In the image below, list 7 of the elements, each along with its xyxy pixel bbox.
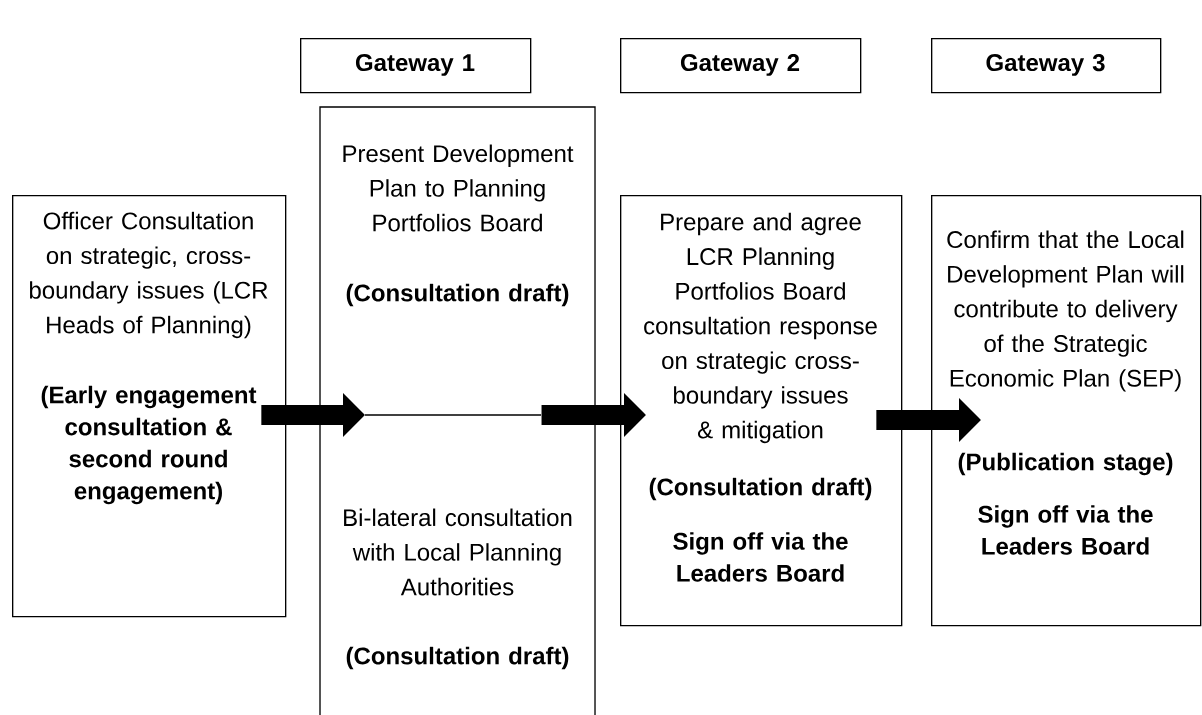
process-box: Present Development Plan to Planning Portfolios Board (Consultation draft) Bi-lateral consultation with Local Planning Authorities (Consultation draft) [319,106,596,715]
process-box: Confirm that the Local Development Plan will contribute to delivery of the Strategic Economic Plan (SEP) (Publication stage) Sign off via the Leaders Board [931,195,1202,627]
gateway-box: Gateway 2 [620,38,862,94]
gateway-box: Gateway 1 [300,38,532,94]
gateway-box: Gateway 3 [931,38,1162,94]
process-box: Prepare and agree LCR Planning Portfolios Board consultation response on strategic cross-boundary issues & mitigation (Consultation draft) Sign off via the Leaders Board [620,195,903,627]
process-box: Officer Consultation on strategic, cross-boundary issues (LCR Heads of Planning) (Early engagement consultation & second round engagement) [12,195,287,618]
